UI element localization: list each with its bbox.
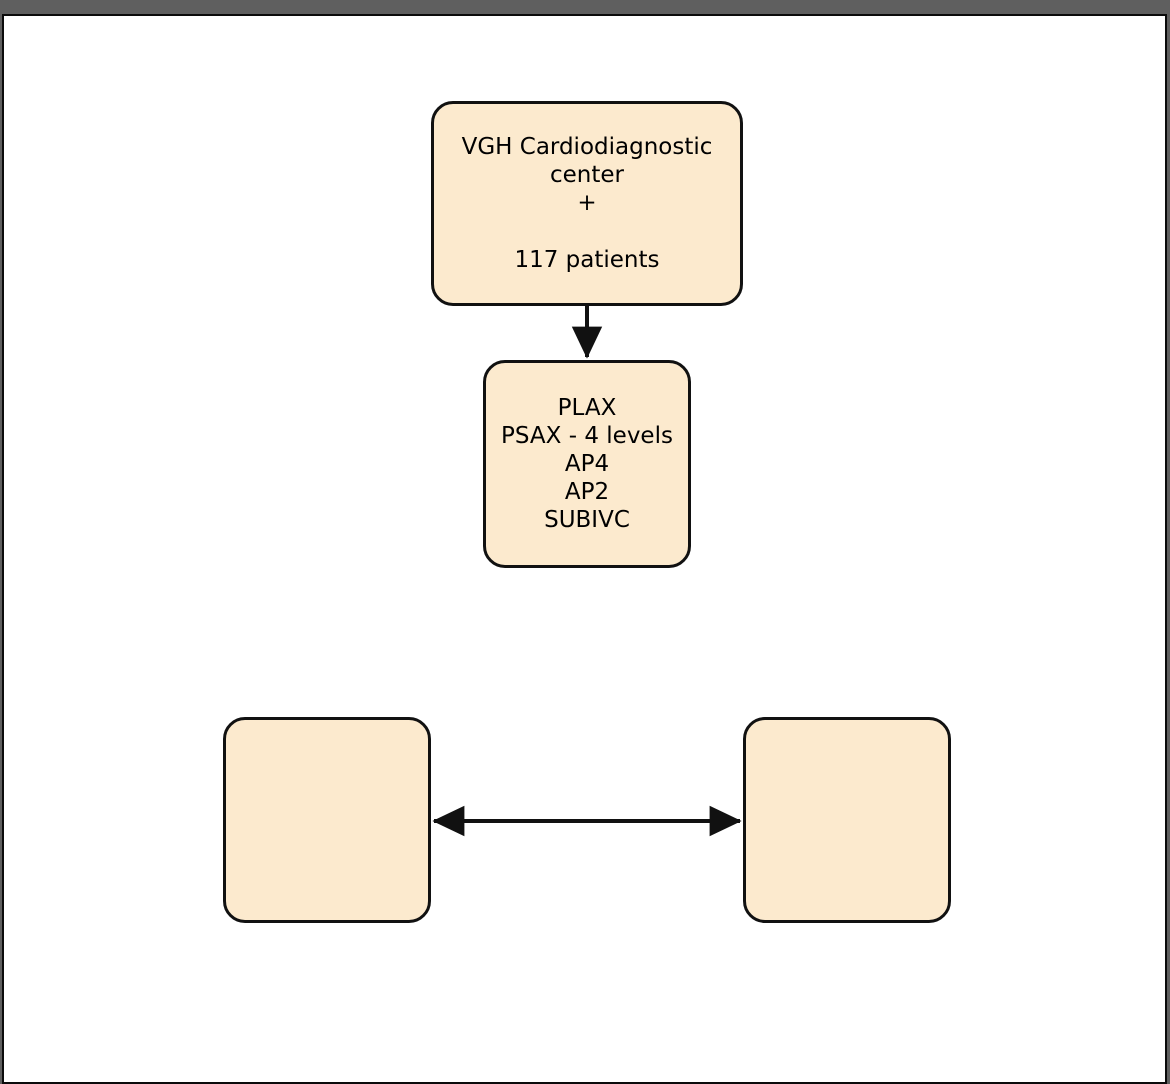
bottom-left-node[interactable] xyxy=(223,717,431,923)
echo-views-node[interactable]: PLAX PSAX - 4 levels AP4 AP2 SUBIVC xyxy=(483,360,691,568)
echo-views-label: PLAX PSAX - 4 levels AP4 AP2 SUBIVC xyxy=(501,394,673,534)
source-cohort-label: VGH Cardiodiagnostic center + 117 patien… xyxy=(461,134,713,273)
source-cohort-node[interactable]: VGH Cardiodiagnostic center + 117 patien… xyxy=(431,101,743,306)
diagram-canvas[interactable]: VGH Cardiodiagnostic center + 117 patien… xyxy=(2,14,1167,1084)
bottom-right-node[interactable] xyxy=(743,717,951,923)
